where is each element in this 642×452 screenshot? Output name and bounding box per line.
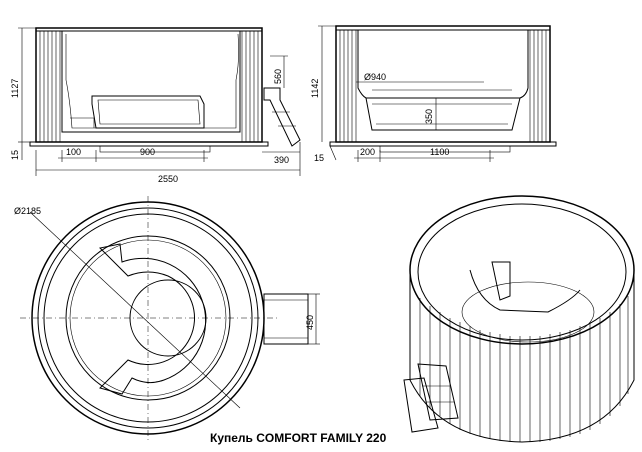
iso-body	[409, 270, 635, 443]
diameter-leader	[29, 211, 241, 409]
dim-1127: 1127	[10, 79, 20, 98]
dim-15-right: 15	[314, 153, 324, 163]
dim-2550: 2550	[158, 174, 178, 184]
ladder	[263, 87, 301, 147]
dim-350: 350	[424, 109, 434, 124]
dim-100: 100	[66, 147, 81, 157]
iso-top-rim	[409, 195, 635, 345]
bench-bowl	[365, 97, 521, 131]
dia-940: Ø940	[364, 72, 386, 82]
ladder-top	[263, 293, 309, 345]
isometric-view	[403, 195, 635, 443]
iso-ladder	[417, 363, 459, 421]
dim-390: 390	[274, 155, 289, 165]
left-wall-staves-right	[339, 30, 357, 142]
dim-900: 900	[140, 147, 155, 157]
bench-cutout	[98, 243, 207, 395]
liner-outline	[61, 31, 241, 133]
dim-1100: 1100	[430, 147, 449, 157]
right-wall-staves	[241, 31, 259, 142]
side-view-right: 1142 15 Ø940 350 200 1100	[310, 25, 557, 163]
top-view: Ø2185 450	[14, 196, 320, 440]
tub-body-outline	[35, 27, 263, 143]
dim-450: 450	[305, 315, 315, 330]
dia-2185: Ø2185	[14, 206, 41, 216]
drawing-caption: Купель COMFORT FAMILY 220	[210, 431, 387, 445]
right-wall-staves-right	[529, 30, 547, 142]
dim-560: 560	[273, 69, 283, 84]
tub-body-outline-right	[335, 25, 551, 143]
dim-200: 200	[360, 147, 375, 157]
bench-step	[91, 95, 205, 129]
liner-outline-right	[357, 30, 529, 99]
left-wall-staves	[39, 31, 61, 142]
dim-15-left: 15	[10, 150, 20, 160]
side-view-left: 1127 15 100 900 560 390 2550	[10, 27, 301, 184]
dim-1142: 1142	[310, 79, 320, 98]
iso-bench	[469, 269, 581, 313]
iso-staves	[419, 296, 629, 442]
